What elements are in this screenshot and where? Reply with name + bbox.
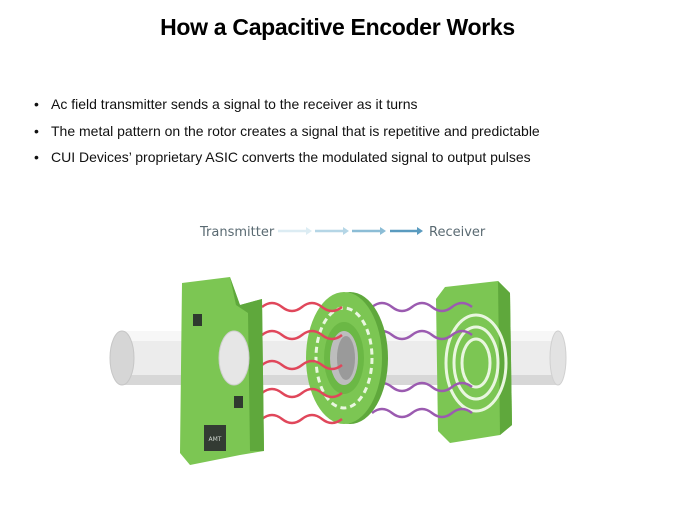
svg-text:AMT: AMT xyxy=(209,436,222,443)
receive-signal-waves xyxy=(371,301,473,419)
transmit-signal-waves xyxy=(261,301,343,425)
encoder-illustration: Transmitter Receiver xyxy=(109,225,567,465)
bullet-item: Ac field transmitter sends a signal to t… xyxy=(34,95,540,114)
flow-arrows xyxy=(278,227,423,235)
transmitter-label: Transmitter xyxy=(199,225,275,240)
receiver-label: Receiver xyxy=(429,225,486,240)
bullet-item: CUI Devices’ proprietary ASIC converts t… xyxy=(34,148,540,167)
asic-chip: AMT xyxy=(204,425,226,451)
encoder-diagram: Transmitter Receiver xyxy=(100,215,580,475)
bullet-list: Ac field transmitter sends a signal to t… xyxy=(34,95,540,175)
slide-title: How a Capacitive Encoder Works xyxy=(160,14,515,40)
receiver-board xyxy=(436,281,512,443)
component-chip xyxy=(234,396,243,408)
bullet-item: The metal pattern on the rotor creates a… xyxy=(34,122,540,141)
rotor-disk xyxy=(306,292,388,424)
component-chip xyxy=(193,314,202,326)
transmitter-board: AMT xyxy=(180,277,264,465)
